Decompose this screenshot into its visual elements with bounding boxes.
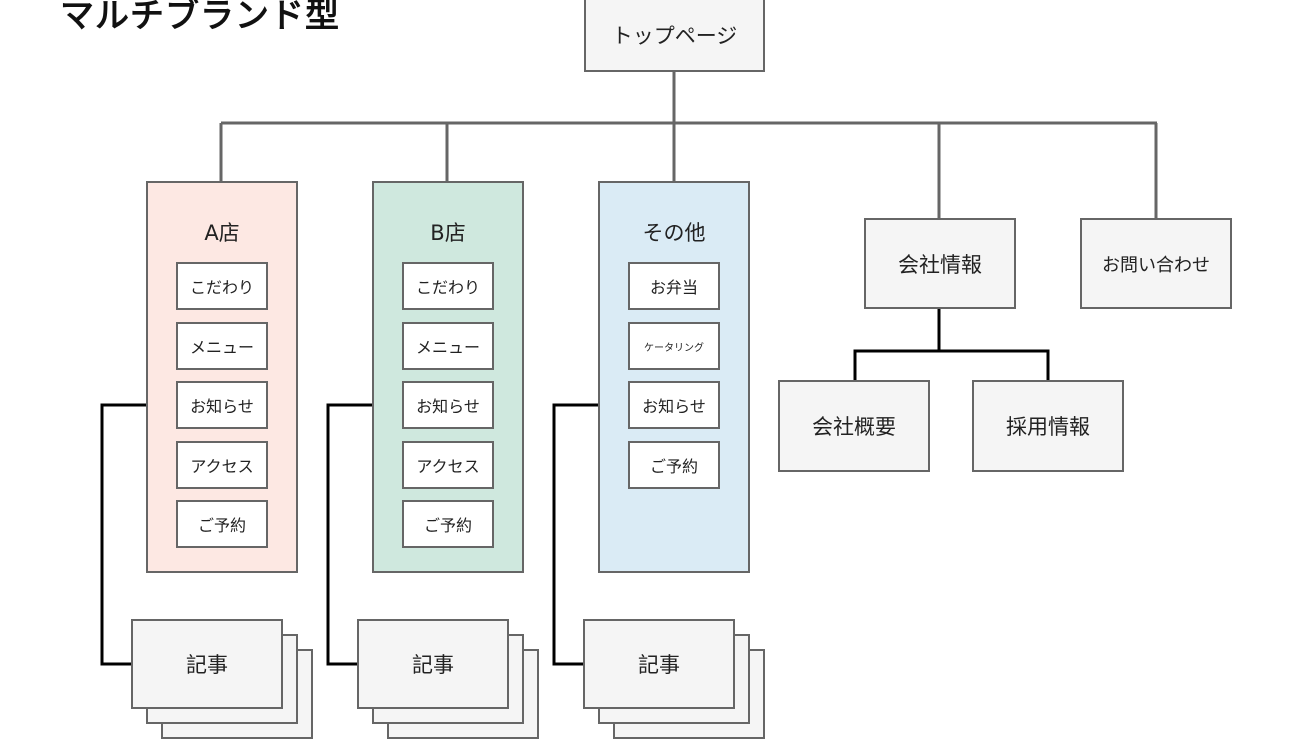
item-label: ご予約 (649, 457, 698, 476)
store-a-article-node[interactable]: 記事 (131, 619, 283, 709)
recruitment-node[interactable]: 採用情報 (972, 380, 1124, 472)
company-info-node[interactable]: 会社情報 (864, 218, 1016, 309)
top-page-label: トップページ (611, 24, 738, 48)
item-label: お知らせ (642, 397, 706, 416)
other-article-node[interactable]: 記事 (583, 619, 735, 709)
article-label: 記事 (638, 653, 680, 677)
other-group: その他 (598, 181, 750, 573)
connector-company-children (853, 349, 1050, 381)
store-b-title: B店 (430, 221, 466, 245)
recruitment-label: 採用情報 (1006, 415, 1090, 439)
store-b-item-kodawari[interactable]: こだわり (402, 262, 494, 310)
contact-label: お問い合わせ (1102, 254, 1210, 276)
store-a-item-news[interactable]: お知らせ (176, 381, 268, 429)
article-label: 記事 (412, 653, 454, 677)
item-label: お弁当 (649, 278, 698, 297)
store-b-item-access[interactable]: アクセス (402, 441, 494, 489)
connector-a-news-to-article (100, 403, 177, 666)
article-label: 記事 (186, 653, 228, 677)
store-a-item-reservation[interactable]: ご予約 (176, 500, 268, 548)
store-b-article-node[interactable]: 記事 (357, 619, 509, 709)
top-page-node[interactable]: トップページ (584, 0, 765, 72)
other-item-catering[interactable]: ケータリング (628, 322, 720, 370)
store-a-item-access[interactable]: アクセス (176, 441, 268, 489)
company-info-label: 会社情報 (898, 252, 982, 277)
store-b-item-reservation[interactable]: ご予約 (402, 500, 494, 548)
item-label: こだわり (189, 278, 254, 297)
store-b-item-news[interactable]: お知らせ (402, 381, 494, 429)
contact-node[interactable]: お問い合わせ (1080, 218, 1232, 309)
item-label: お知らせ (416, 397, 480, 416)
item-label: メニュー (189, 338, 254, 357)
other-item-news[interactable]: お知らせ (628, 381, 720, 429)
company-overview-label: 会社概要 (812, 415, 896, 439)
connector-b-news-to-article (326, 403, 403, 666)
company-overview-node[interactable]: 会社概要 (778, 380, 930, 472)
other-item-reservation[interactable]: ご予約 (628, 441, 720, 489)
item-label: アクセス (416, 457, 480, 476)
connector-other-news-to-article (552, 403, 629, 666)
item-label: ご予約 (423, 516, 472, 535)
item-label: こだわり (415, 278, 480, 297)
store-b-item-menu[interactable]: メニュー (402, 322, 494, 370)
item-label: お知らせ (190, 397, 254, 416)
item-label: アクセス (190, 457, 254, 476)
other-title: その他 (642, 221, 706, 245)
item-label: ケータリング (644, 342, 704, 354)
store-a-item-kodawari[interactable]: こだわり (176, 262, 268, 310)
store-a-title: A店 (204, 221, 240, 245)
other-item-bento[interactable]: お弁当 (628, 262, 720, 310)
diagram-title: マルチブランド型 (60, 0, 340, 36)
store-a-item-menu[interactable]: メニュー (176, 322, 268, 370)
item-label: メニュー (415, 338, 480, 357)
item-label: ご予約 (197, 516, 246, 535)
